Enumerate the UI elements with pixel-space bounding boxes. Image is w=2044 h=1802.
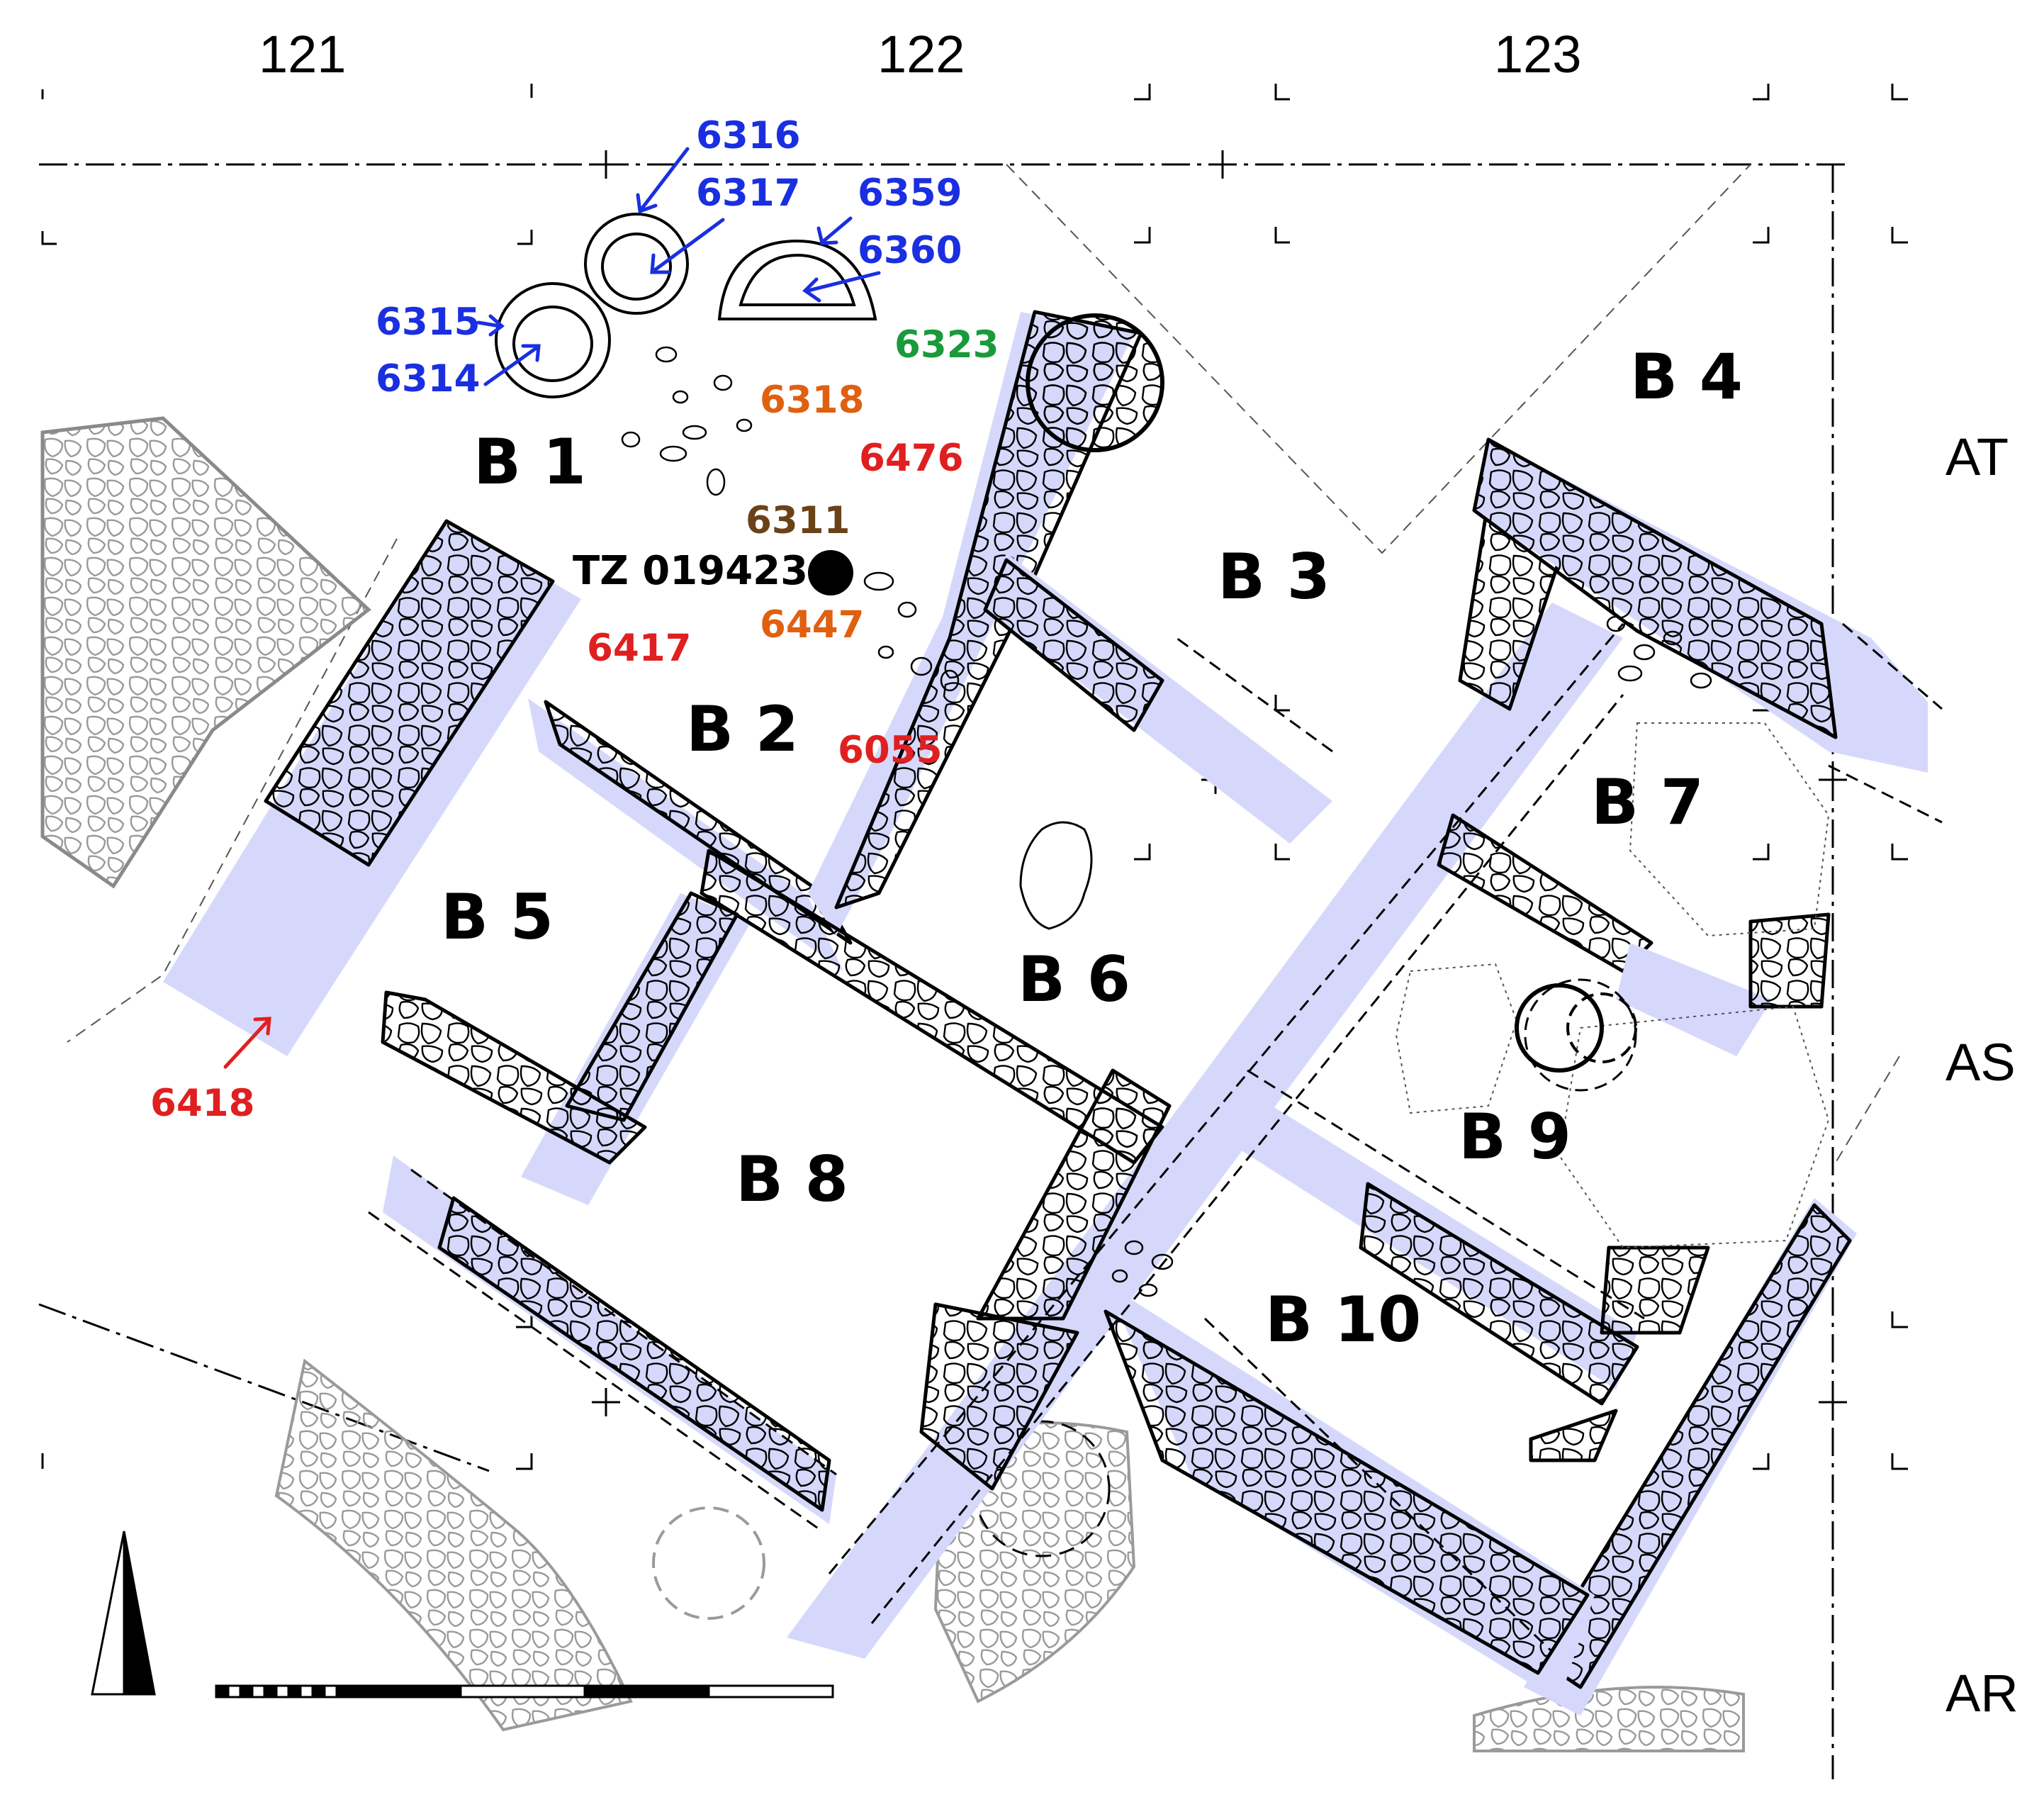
feature-6315: 6315: [376, 301, 481, 344]
room-b8: B 8: [736, 1143, 848, 1216]
b9-features: [1395, 722, 1830, 1249]
grid-row-as: AS: [1945, 1033, 2016, 1092]
room-b3: B 3: [1218, 540, 1330, 613]
grid-column-121: 121: [259, 25, 347, 84]
room-b6: B 6: [1018, 943, 1130, 1016]
feature-6314: 6314: [376, 357, 481, 401]
wall-dash-lines: [368, 622, 1943, 1653]
room-b9: B 9: [1459, 1100, 1571, 1173]
walls: [163, 310, 1928, 1716]
grid-row-at: AT: [1945, 427, 2009, 486]
room-b1: B 1: [473, 425, 586, 498]
label-arrows: [223, 147, 881, 1069]
grid-lines: [38, 163, 1850, 1779]
feature-6476: 6476: [859, 437, 964, 480]
feature-6418: 6418: [150, 1082, 255, 1125]
scale-bar-icon: [215, 1684, 834, 1699]
round-structure: [1026, 313, 1164, 452]
room-b4: B 4: [1630, 340, 1743, 413]
wall-b5-partition: [381, 990, 647, 1165]
feature-6317: 6317: [696, 172, 801, 215]
pit-6317: [584, 213, 689, 315]
pit-6360: [717, 239, 877, 320]
sample-label: TZ 019423: [573, 548, 809, 594]
feature-6447: 6447: [760, 603, 865, 647]
room-b10: B 10: [1265, 1283, 1422, 1356]
pits: [495, 213, 877, 398]
loose-stones: [621, 346, 1712, 1297]
room-b2: B 2: [686, 693, 799, 766]
phase-outlines: [67, 164, 1900, 1163]
feature-6318: 6318: [760, 379, 865, 422]
feature-6360: 6360: [858, 229, 962, 272]
stone-cluster-b6: [1019, 821, 1093, 930]
feature-6323: 6323: [894, 323, 999, 366]
wall-b7-east: [1748, 912, 1831, 1009]
feature-6359: 6359: [858, 172, 962, 215]
feature-6316: 6316: [696, 114, 801, 157]
north-arrow-icon: [91, 1530, 156, 1696]
feature-6055: 6055: [838, 729, 943, 772]
feature-6311: 6311: [746, 499, 850, 542]
room-b5: B 5: [441, 880, 554, 953]
room-b7: B 7: [1591, 766, 1704, 839]
sample-point: [808, 550, 853, 595]
feature-6417: 6417: [587, 627, 692, 670]
grid-column-123: 123: [1494, 25, 1582, 84]
wall-b7-partition: [1437, 813, 1653, 973]
grid-row-ar: AR: [1945, 1664, 2018, 1723]
pit-6314: [495, 282, 611, 398]
older-walls: [40, 416, 1745, 1752]
grid-column-122: 122: [877, 25, 965, 84]
